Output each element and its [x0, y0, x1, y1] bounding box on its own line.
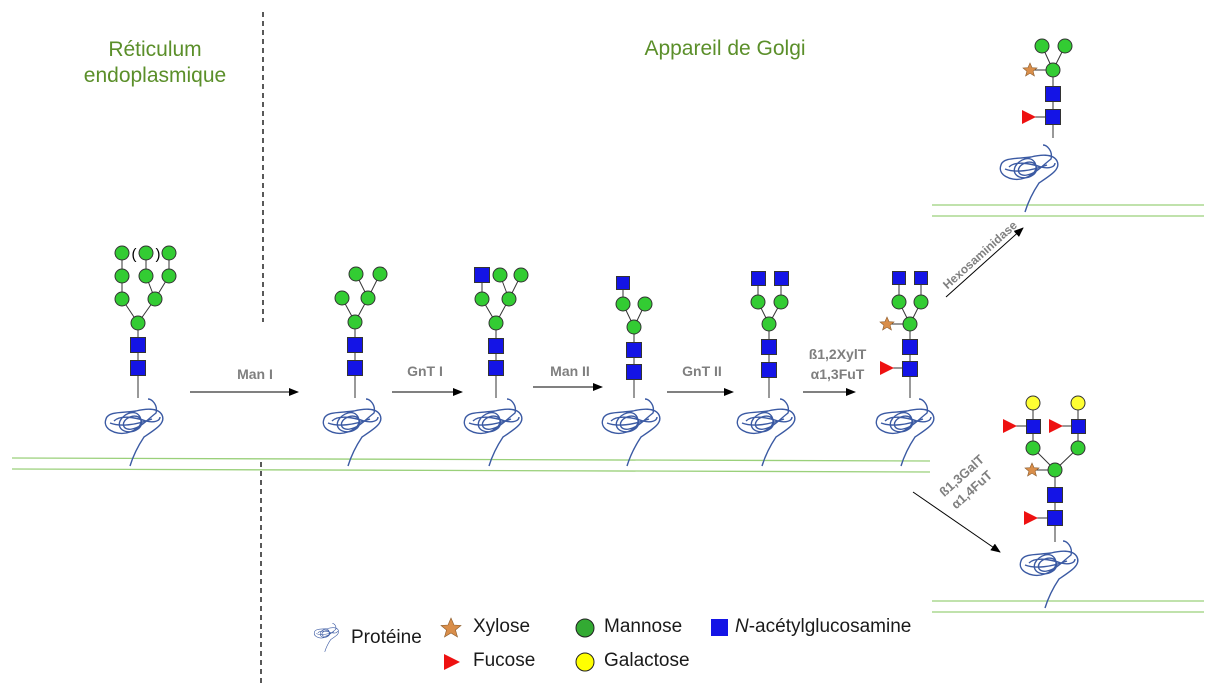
legend-fucose-label: Fucose [473, 650, 536, 671]
protein-coil-7 [999, 144, 1059, 213]
protein-coil-3 [463, 398, 523, 467]
legend-protein-label: Protéine [351, 627, 422, 648]
legend-glcnac-rest: -acétylglucosamine [748, 616, 912, 637]
glycan-lewis-a [1003, 395, 1086, 542]
protein-coil-1 [104, 398, 164, 467]
legend-protein-icon [313, 623, 340, 653]
er-title: Réticulum endoplasmique [60, 37, 250, 89]
legend-xylose-label: Xylose [473, 616, 531, 637]
arrow-galt-fut [912, 491, 1001, 553]
upper-membrane [932, 204, 1204, 217]
er-title-line2: endoplasmique [83, 64, 227, 87]
legend-mannose-circle [575, 618, 595, 638]
protein-coil-8 [1019, 540, 1079, 609]
legend-mannose-label: Mannose [604, 616, 683, 637]
golgi-title: Appareil de Golgi [644, 37, 806, 60]
glycan-man5 [334, 266, 388, 398]
legend-symbols [313, 617, 728, 672]
enzyme-xylt-label: ß1,2XylT [808, 346, 867, 362]
arrow-hexosaminidase [945, 227, 1024, 298]
er-golgi-membrane [11, 457, 931, 473]
protein-coil-4 [601, 398, 661, 467]
glycan-er-precursor [114, 245, 177, 398]
enzyme-man2-label: Man II [550, 363, 590, 379]
glycan-glcnac-man3 [615, 276, 653, 398]
legend-galactose-label: Galactose [604, 650, 690, 671]
glycan-glcnac2-man3 [750, 271, 789, 398]
enzyme-gnt2-label: GnT II [682, 363, 722, 379]
legend-xylose-star [440, 617, 462, 638]
legend-glcnac-label: N-acétylglucosamine [735, 616, 911, 638]
enzyme-man1-label: Man I [237, 366, 273, 382]
legend-glcnac-italic: N [735, 616, 749, 637]
optional-mannose-close-paren: ) [156, 246, 161, 263]
glycan-paucimannosidic [1022, 38, 1073, 138]
legend-glcnac-square [711, 619, 728, 636]
er-title-line1: Réticulum [108, 38, 202, 61]
legend-galactose-circle [575, 652, 595, 672]
glycan-complex-xyl-fuc [879, 271, 929, 398]
protein-coil-6 [875, 398, 935, 467]
legend-fucose-triangle [444, 654, 460, 670]
lower-membrane [932, 600, 1204, 613]
reaction-arrows [190, 227, 1024, 553]
optional-mannose-open-paren: ( [132, 246, 137, 263]
protein-coil-2 [322, 398, 382, 467]
protein-coil-5 [736, 398, 796, 467]
enzyme-gnt1-label: GnT I [407, 363, 443, 379]
glycan-glcnac-man5 [474, 267, 529, 398]
enzyme-fut13-label: α1,3FuT [810, 366, 865, 382]
